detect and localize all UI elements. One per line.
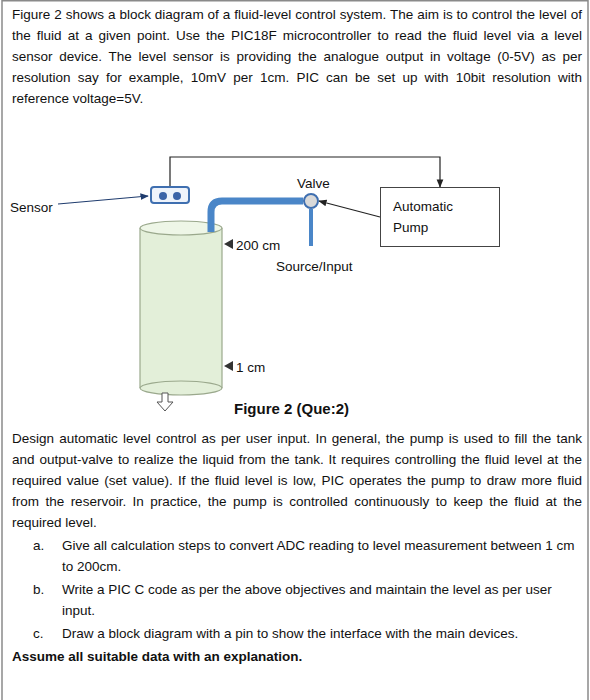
tank [140,221,222,395]
intro-paragraph: Figure 2 shows a block diagram of a flui… [12,4,582,109]
sensor-dot [173,192,181,200]
part-label: Sensor [10,197,53,218]
sensor-box: Sensor [150,186,190,204]
valve-symbol: Valve [303,193,319,209]
task-paragraph: Design automatic level control as per us… [12,428,582,533]
dimension: 1 cm [236,357,265,378]
dimension: 200 cm [236,235,280,256]
list-item: Draw a block diagram with a pin to show … [62,623,582,644]
list-marker: a. [33,535,44,556]
list-marker: b. [33,579,44,600]
page-frame [2,0,588,2]
pump-box: Automatic Pump [380,187,500,247]
inlet-pipe [211,201,303,232]
figure-caption: Figure 2 (Que:2) [234,400,349,417]
box-label: Automatic Pump [393,196,473,238]
page-frame [587,0,589,700]
outlet-arrow [157,393,173,411]
source-pipe [309,209,313,246]
note: Assume all suitable data with an explana… [12,646,582,667]
level-marker [224,361,233,371]
list-marker: c. [33,623,44,644]
sensor-pointer [58,196,148,204]
page-frame [1,0,3,700]
part-label: Source/Input [276,256,353,277]
list-item: Give all calculation steps to convert AD… [62,535,582,577]
level-marker [224,239,233,249]
list-item: Write a PIC C code as per the above obje… [62,579,582,621]
signal-line [319,201,380,217]
sensor-dot [159,192,167,200]
part-label: Valve [297,173,330,194]
